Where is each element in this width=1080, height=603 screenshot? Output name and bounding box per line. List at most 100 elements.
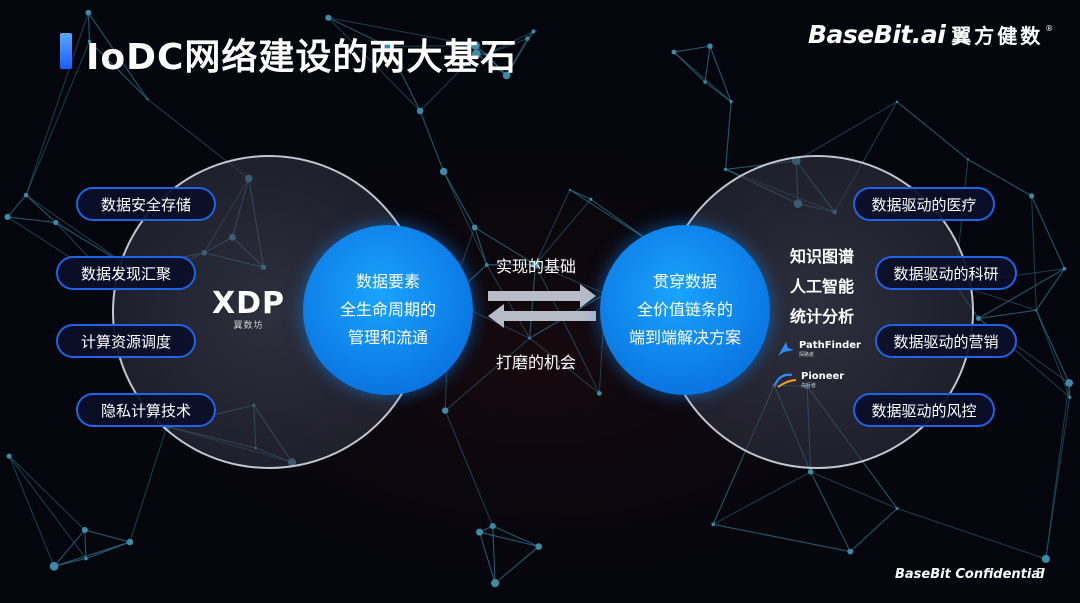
network-line <box>443 171 476 228</box>
network-line <box>967 159 1032 197</box>
network-node <box>4 213 11 221</box>
network-line <box>475 45 507 76</box>
network-line <box>8 455 55 567</box>
arrow-top-label: 实现的基础 <box>496 257 577 276</box>
network-line <box>444 337 530 411</box>
network-node <box>416 107 424 115</box>
network-node <box>490 579 500 588</box>
network-line <box>486 38 528 55</box>
network-node <box>1062 266 1067 271</box>
left-core-line-1: 数据要素 <box>355 272 420 291</box>
network-line <box>388 44 476 48</box>
network-line <box>535 264 606 295</box>
network-line <box>709 46 732 102</box>
pathfinder-sub: 探路者 <box>799 352 815 358</box>
footer-confidential: BaseBit Confidential <box>895 567 1045 582</box>
network-line <box>387 46 421 112</box>
pill-compute-scheduling: 计算资源调度 <box>56 324 196 358</box>
network-line <box>1031 195 1065 269</box>
network-node <box>596 390 602 396</box>
network-node <box>23 192 29 198</box>
network-node <box>589 197 593 201</box>
network-line <box>494 546 540 584</box>
network-line <box>479 531 539 548</box>
network-node <box>85 9 92 16</box>
network-node <box>895 100 899 103</box>
network-node <box>729 99 733 104</box>
network-node <box>535 543 543 550</box>
network-node <box>1041 554 1050 563</box>
network-line <box>534 189 571 265</box>
network-line <box>328 17 421 112</box>
network-line <box>474 227 536 266</box>
ai-item-knowledge-graph: 知识图谱 <box>790 247 855 266</box>
network-line <box>1035 268 1065 311</box>
network-line <box>476 53 507 76</box>
network-line <box>443 171 488 266</box>
network-node <box>707 43 713 49</box>
network-node <box>325 14 332 21</box>
network-line <box>25 194 131 269</box>
network-node <box>439 167 448 176</box>
network-line <box>328 17 389 47</box>
network-line <box>569 189 592 200</box>
network-line <box>419 53 477 112</box>
network-node <box>126 538 134 546</box>
logo-cn: 翼方健数 <box>951 24 1044 48</box>
network-line <box>897 507 1046 560</box>
network-line <box>84 529 131 543</box>
network-line <box>673 45 711 53</box>
network-node <box>471 224 478 231</box>
network-node <box>847 548 854 555</box>
right-core-bubble: 贯穿数据 全价值链条的 端到端解决方案 <box>600 225 770 395</box>
network-node <box>471 49 481 59</box>
network-line <box>8 455 87 559</box>
title-accent-bar <box>60 33 72 69</box>
registered-mark: ® <box>1045 24 1054 33</box>
network-node <box>146 98 149 101</box>
network-line <box>795 101 898 162</box>
network-node <box>484 262 489 267</box>
network-node <box>1065 379 1074 387</box>
xdp-logo: XDP 翼数坊 <box>212 289 285 332</box>
company-logo: BaseBit.ai 翼方健数 ® <box>808 20 1053 49</box>
network-line <box>529 264 536 339</box>
network-line <box>129 426 168 543</box>
network-node <box>531 29 536 34</box>
network-line <box>1035 310 1071 398</box>
logo-en: BaseBit.ai <box>808 20 946 49</box>
pioneer-sub: 先行者 <box>801 383 817 389</box>
network-line <box>1045 382 1070 559</box>
pioneer-name: Pioneer <box>801 371 845 382</box>
network-line <box>486 264 531 339</box>
pill-data-secure-storage: 数据安全存储 <box>76 187 216 221</box>
network-node <box>671 49 677 55</box>
network-line <box>7 194 27 218</box>
pathfinder-logo: PathFinder 探路者 <box>776 340 861 358</box>
network-line <box>725 101 732 170</box>
right-core-line-3: 端到端解决方案 <box>628 328 741 347</box>
arrow-bottom-label: 打磨的机会 <box>496 353 577 372</box>
network-line <box>419 110 445 172</box>
network-line <box>712 471 811 525</box>
network-line <box>713 523 851 553</box>
network-node <box>1029 193 1035 199</box>
network-line <box>8 455 86 531</box>
right-core-line-2: 全价值链条的 <box>636 300 733 319</box>
network-node <box>6 453 12 459</box>
network-line <box>535 198 592 265</box>
network-node <box>711 522 715 527</box>
network-node <box>441 407 449 414</box>
network-line <box>704 81 732 103</box>
network-line <box>534 264 600 394</box>
network-node <box>1068 395 1072 399</box>
network-line <box>810 471 898 509</box>
pill-data-driven-marketing: 数据驱动的营销 <box>875 324 1017 358</box>
network-line <box>673 51 732 103</box>
network-line <box>479 531 496 584</box>
network-node <box>525 36 530 41</box>
network-line <box>25 194 57 223</box>
network-line <box>7 216 56 224</box>
network-node <box>502 71 511 80</box>
pill-data-driven-healthcare: 数据驱动的医疗 <box>853 187 995 221</box>
